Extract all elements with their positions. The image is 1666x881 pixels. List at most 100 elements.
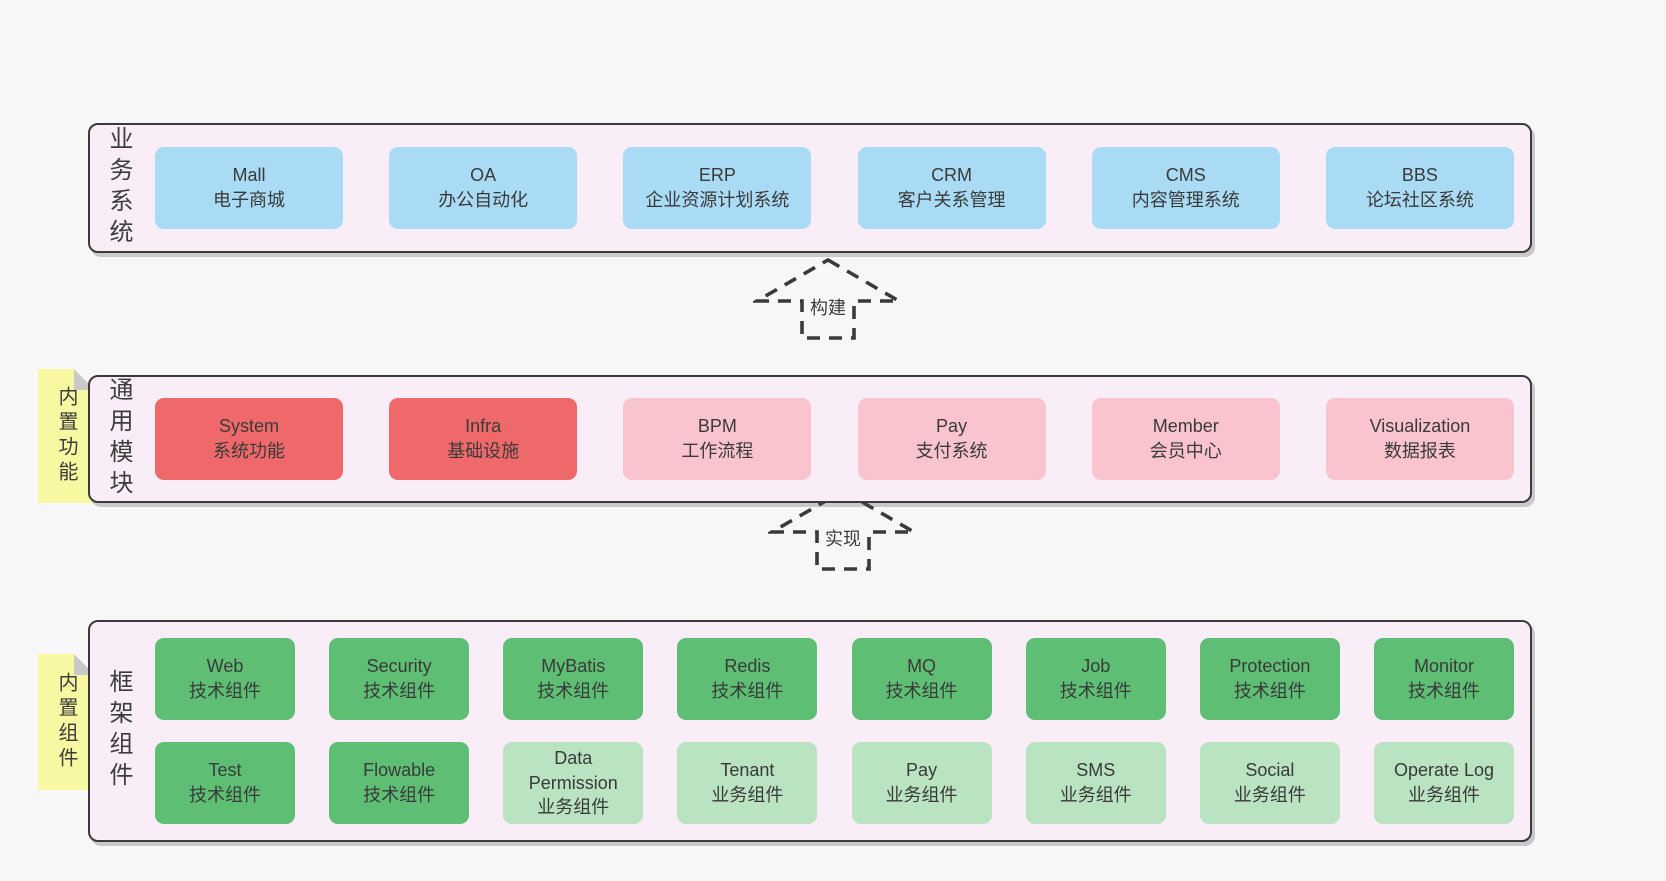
box-title: Test [208, 760, 242, 781]
box-title: Infra [465, 416, 502, 437]
box-pay-component: Pay 业务组件 [851, 742, 992, 824]
box-protection: Protection 技术组件 [1199, 638, 1340, 720]
box-subtitle: 技术组件 [885, 681, 958, 701]
layer-label-components: 框架组件 [105, 669, 132, 793]
box-mq: MQ 技术组件 [851, 638, 992, 720]
box-subtitle: 客户关系管理 [897, 190, 1006, 210]
box-social: Social 业务组件 [1199, 742, 1340, 824]
box-subtitle: 论坛社区系统 [1365, 190, 1474, 210]
box-subtitle: 技术组件 [1233, 681, 1306, 701]
box-subtitle: 技术组件 [1059, 681, 1132, 701]
box-subtitle: 技术组件 [537, 681, 610, 701]
box-tenant: Tenant 业务组件 [677, 742, 818, 824]
box-subtitle: 电子商城 [213, 190, 285, 210]
components-row-1: Web 技术组件 Security 技术组件 MyBatis 技术组件 Redi… [155, 638, 1514, 720]
box-subtitle: 技术组件 [189, 681, 261, 701]
box-subtitle: 办公自动化 [438, 190, 529, 210]
box-subtitle: 内容管理系统 [1131, 190, 1240, 210]
box-data-permission: Data Permission 业务组件 [503, 742, 644, 824]
components-row-2: Test 技术组件 Flowable 技术组件 Data Permission … [155, 742, 1514, 824]
business-rows: Mall 电子商城 OA 办公自动化 ERP 企业资源计划系统 CRM 客户关系… [155, 125, 1514, 251]
box-subtitle: 业务组件 [537, 797, 610, 818]
note-text: 内置组件 [55, 672, 77, 772]
box-title: Web [206, 656, 244, 677]
box-title: MyBatis [541, 656, 606, 677]
box-subtitle: 技术组件 [1407, 681, 1480, 701]
box-operate-log: Operate Log 业务组件 [1373, 742, 1514, 824]
box-subtitle: 业务组件 [1407, 785, 1480, 805]
box-title: BPM [697, 416, 737, 437]
business-row: Mall 电子商城 OA 办公自动化 ERP 企业资源计划系统 CRM 客户关系… [155, 147, 1514, 229]
box-security: Security 技术组件 [329, 638, 470, 720]
layer-common-modules: 通用模块 System 系统功能 Infra 基础设施 BPM 工作流程 Pay… [88, 375, 1532, 503]
layer-label-modules: 通用模块 [105, 377, 132, 501]
box-title: Redis [724, 656, 771, 677]
box-title: CMS [1165, 165, 1206, 186]
box-test: Test 技术组件 [155, 742, 295, 824]
box-mybatis: MyBatis 技术组件 [503, 638, 644, 720]
box-subtitle: 基础设施 [447, 441, 520, 461]
box-member: Member 会员中心 [1091, 398, 1280, 480]
box-title: BBS [1401, 165, 1438, 186]
box-title: Mall [232, 165, 266, 186]
box-subtitle: 企业资源计划系统 [645, 190, 790, 210]
box-bpm: BPM 工作流程 [623, 398, 812, 480]
sticky-note-built-in-components: 内置组件 [38, 654, 95, 790]
box-subtitle: 业务组件 [711, 785, 784, 805]
box-erp: ERP 企业资源计划系统 [623, 147, 812, 229]
box-oa: OA 办公自动化 [389, 147, 578, 229]
box-title: Protection [1229, 656, 1311, 677]
box-title: Operate Log [1393, 760, 1495, 781]
note-text: 内置功能 [55, 386, 77, 486]
box-subtitle: 技术组件 [363, 785, 436, 805]
box-subtitle: 系统功能 [213, 441, 285, 461]
box-title: Pay [906, 760, 938, 781]
components-rows: Web 技术组件 Security 技术组件 MyBatis 技术组件 Redi… [155, 622, 1514, 840]
box-subtitle: 业务组件 [885, 785, 958, 805]
box-cms: CMS 内容管理系统 [1091, 147, 1280, 229]
sticky-note-built-in-features: 内置功能 [38, 369, 95, 503]
box-subtitle: 数据报表 [1383, 441, 1456, 461]
box-title: Job [1081, 656, 1111, 677]
box-title: SMS [1076, 760, 1116, 781]
box-title: Monitor [1413, 656, 1474, 677]
box-title: Visualization [1369, 416, 1471, 437]
box-mall: Mall 电子商城 [155, 147, 343, 229]
up-arrow-implement-icon: 实现 [768, 488, 918, 571]
box-web: Web 技术组件 [155, 638, 295, 720]
box-monitor: Monitor 技术组件 [1373, 638, 1514, 720]
up-arrow-build-icon: 构建 [753, 257, 903, 340]
box-subtitle: 工作流程 [681, 441, 754, 461]
box-subtitle: 技术组件 [363, 681, 436, 701]
box-pay-module: Pay 支付系统 [857, 398, 1046, 480]
box-title: OA [470, 165, 497, 186]
box-infra: Infra 基础设施 [389, 398, 578, 480]
box-subtitle: 会员中心 [1149, 441, 1222, 461]
layer-framework-components: 框架组件 Web 技术组件 Security 技术组件 MyBatis 技术组件… [88, 620, 1532, 842]
modules-row: System 系统功能 Infra 基础设施 BPM 工作流程 Pay 支付系统… [155, 398, 1514, 480]
arrow-implement-label: 实现 [825, 529, 861, 549]
box-subtitle: 技术组件 [711, 681, 784, 701]
box-title: ERP [698, 165, 736, 186]
modules-rows: System 系统功能 Infra 基础设施 BPM 工作流程 Pay 支付系统… [155, 377, 1514, 501]
box-title: Tenant [720, 760, 775, 781]
box-title: CRM [931, 165, 973, 186]
box-title: System [218, 416, 279, 437]
box-title: Pay [936, 416, 968, 437]
box-subtitle: 技术组件 [189, 785, 261, 805]
box-title: Security [366, 656, 432, 677]
arrow-build-label: 构建 [810, 298, 846, 318]
box-flowable: Flowable 技术组件 [329, 742, 470, 824]
box-subtitle: 支付系统 [915, 441, 988, 461]
box-title: Flowable [363, 760, 436, 781]
box-system: System 系统功能 [155, 398, 343, 480]
box-job: Job 技术组件 [1025, 638, 1166, 720]
box-visualization: Visualization 数据报表 [1325, 398, 1514, 480]
box-title: Data Permission [528, 747, 618, 793]
box-subtitle: 业务组件 [1233, 785, 1306, 805]
box-crm: CRM 客户关系管理 [857, 147, 1046, 229]
layer-label-business: 业务系统 [105, 126, 132, 250]
box-subtitle: 业务组件 [1059, 785, 1132, 805]
box-title: Member [1152, 416, 1219, 437]
